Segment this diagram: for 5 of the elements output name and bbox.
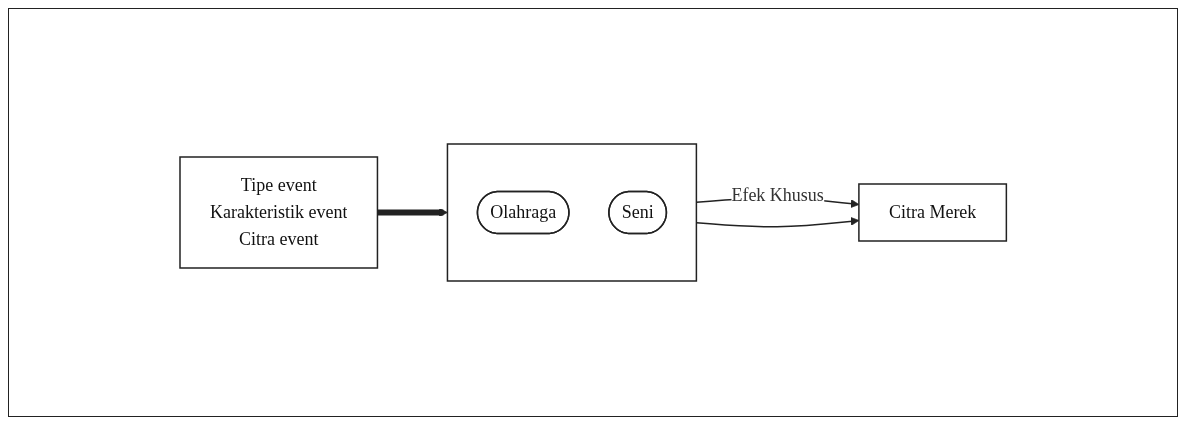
arrow — [377, 208, 448, 217]
cluster — [446, 143, 697, 282]
node-box: Tipe event Karakteristik event Citra event — [179, 156, 378, 269]
node-box: Citra Merek — [857, 183, 1007, 242]
edge-label: Efek Khusus — [731, 185, 824, 206]
